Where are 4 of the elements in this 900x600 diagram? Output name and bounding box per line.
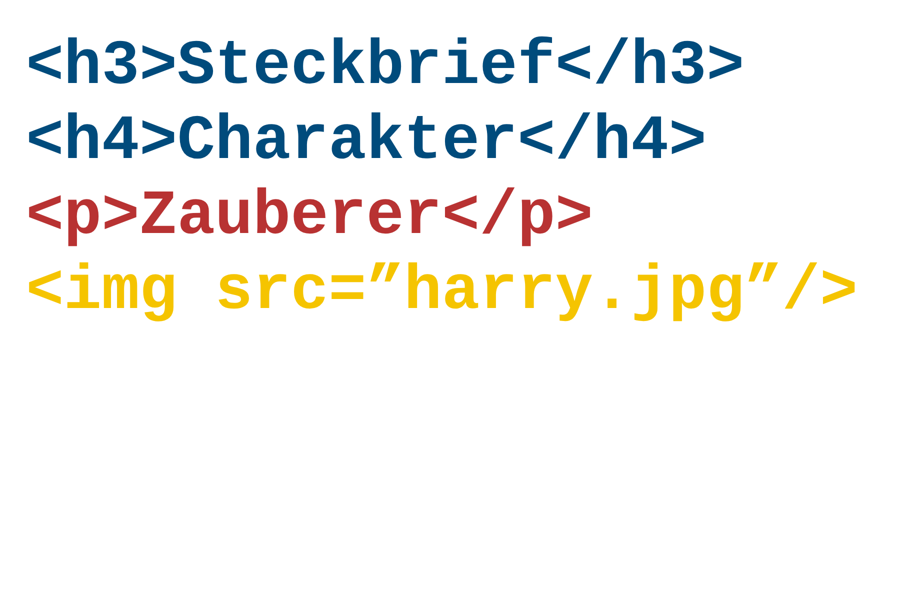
code-line: <p>Zauberer</p> xyxy=(26,182,594,252)
code-line: <h3>Steckbrief</h3> xyxy=(26,32,744,102)
code-line: <h4>Charakter</h4> xyxy=(26,107,707,177)
code-line: <img src=”harry.jpg”/> xyxy=(26,257,858,327)
